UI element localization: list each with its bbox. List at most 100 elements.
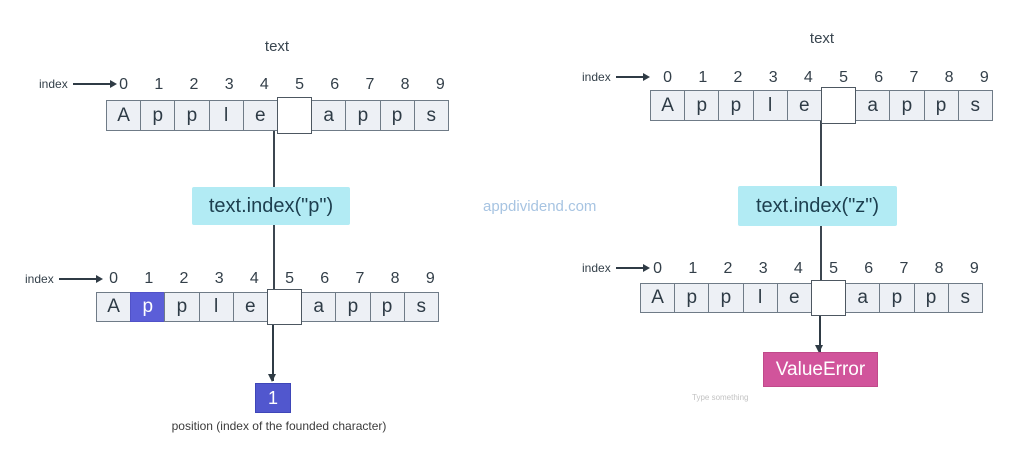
left-result-box: 1 [255, 383, 291, 413]
placeholder-note: Type something [692, 393, 749, 402]
index-number: 3 [224, 76, 234, 93]
index-number: 0 [653, 260, 663, 277]
char-cell: e [242, 100, 278, 131]
char-cell: p [369, 292, 405, 322]
index-number: 2 [179, 270, 189, 287]
char-cell: p [164, 292, 200, 322]
left-connector-line-bottom [273, 225, 275, 293]
index-number: 0 [663, 69, 673, 86]
char-cell: p [718, 90, 754, 121]
left-top-index-pointer: index [39, 77, 117, 91]
index-number: 4 [793, 260, 803, 277]
index-number: 7 [365, 76, 375, 93]
char-cell: a [311, 100, 347, 131]
char-cell [276, 97, 313, 134]
index-number: 6 [330, 76, 340, 93]
char-cell: p [889, 90, 925, 121]
right-arrow-icon [615, 73, 650, 81]
char-cell: p [345, 100, 381, 131]
down-arrow-icon [816, 313, 822, 353]
char-cell: p [913, 283, 949, 313]
index-number: 6 [864, 260, 874, 277]
char-cell: A [640, 283, 676, 313]
char-cell: p [130, 292, 166, 322]
index-number: 5 [829, 260, 838, 277]
right-arrow-icon [58, 275, 103, 283]
right-bottom-index-pointer: index [582, 261, 650, 275]
char-cell: A [96, 292, 132, 322]
char-cell: s [947, 283, 983, 313]
index-number: 1 [144, 270, 154, 287]
char-cell: p [674, 283, 710, 313]
index-number: 3 [768, 69, 778, 86]
char-cell: A [106, 100, 142, 131]
left-connector-line-top [273, 131, 275, 187]
char-cell: l [198, 292, 234, 322]
index-number: 7 [899, 260, 909, 277]
right-error-box: ValueError [763, 352, 878, 387]
index-number: 9 [435, 76, 445, 93]
char-cell: e [232, 292, 268, 322]
index-number: 4 [803, 69, 813, 86]
down-arrow-icon [269, 322, 275, 382]
right-variable-title: text [809, 30, 835, 47]
index-number: 0 [119, 76, 129, 93]
index-number: 7 [355, 270, 365, 287]
char-cell: s [403, 292, 439, 322]
watermark-text: appdividend.com [483, 198, 597, 215]
char-cell: a [301, 292, 337, 322]
index-number: 3 [214, 270, 224, 287]
char-cell: s [413, 100, 449, 131]
index-number: 9 [969, 260, 979, 277]
left-method-call-box: text.index("p") [192, 187, 350, 225]
char-cell: e [786, 90, 822, 121]
index-number: 8 [934, 260, 944, 277]
index-number: 2 [723, 260, 733, 277]
index-number: 8 [400, 76, 410, 93]
char-cell: e [776, 283, 812, 313]
char-cell: a [855, 90, 891, 121]
left-bottom-index-pointer: index [25, 272, 103, 286]
char-cell: p [140, 100, 176, 131]
index-number: 5 [839, 69, 848, 86]
right-connector-line-top [820, 121, 822, 186]
char-cell: A [650, 90, 686, 121]
left-variable-title: text [264, 38, 290, 55]
char-cell: p [879, 283, 915, 313]
right-arrow-icon [615, 264, 650, 272]
char-cell: p [379, 100, 415, 131]
char-cell: p [174, 100, 210, 131]
char-cell: a [845, 283, 881, 313]
right-bottom-index-label: index [582, 261, 611, 275]
index-number: 5 [295, 76, 304, 93]
index-number: 1 [688, 260, 698, 277]
index-number: 2 [733, 69, 743, 86]
char-cell: l [752, 90, 788, 121]
char-cell: s [957, 90, 993, 121]
char-cell [810, 280, 847, 316]
index-number: 7 [909, 69, 919, 86]
char-cell: l [208, 100, 244, 131]
left-result-caption: position (index of the founded character… [171, 419, 387, 433]
index-number: 0 [109, 270, 119, 287]
left-top-index-label: index [39, 77, 68, 91]
index-number: 9 [425, 270, 435, 287]
char-cell [820, 87, 857, 124]
char-cell: p [684, 90, 720, 121]
right-connector-line-bottom [820, 226, 822, 283]
index-number: 6 [320, 270, 330, 287]
index-number: 1 [154, 76, 164, 93]
right-arrow-icon [72, 80, 117, 88]
char-cell [266, 289, 303, 325]
char-cell: p [923, 90, 959, 121]
right-top-index-pointer: index [582, 70, 650, 84]
index-number: 8 [390, 270, 400, 287]
right-top-index-label: index [582, 70, 611, 84]
